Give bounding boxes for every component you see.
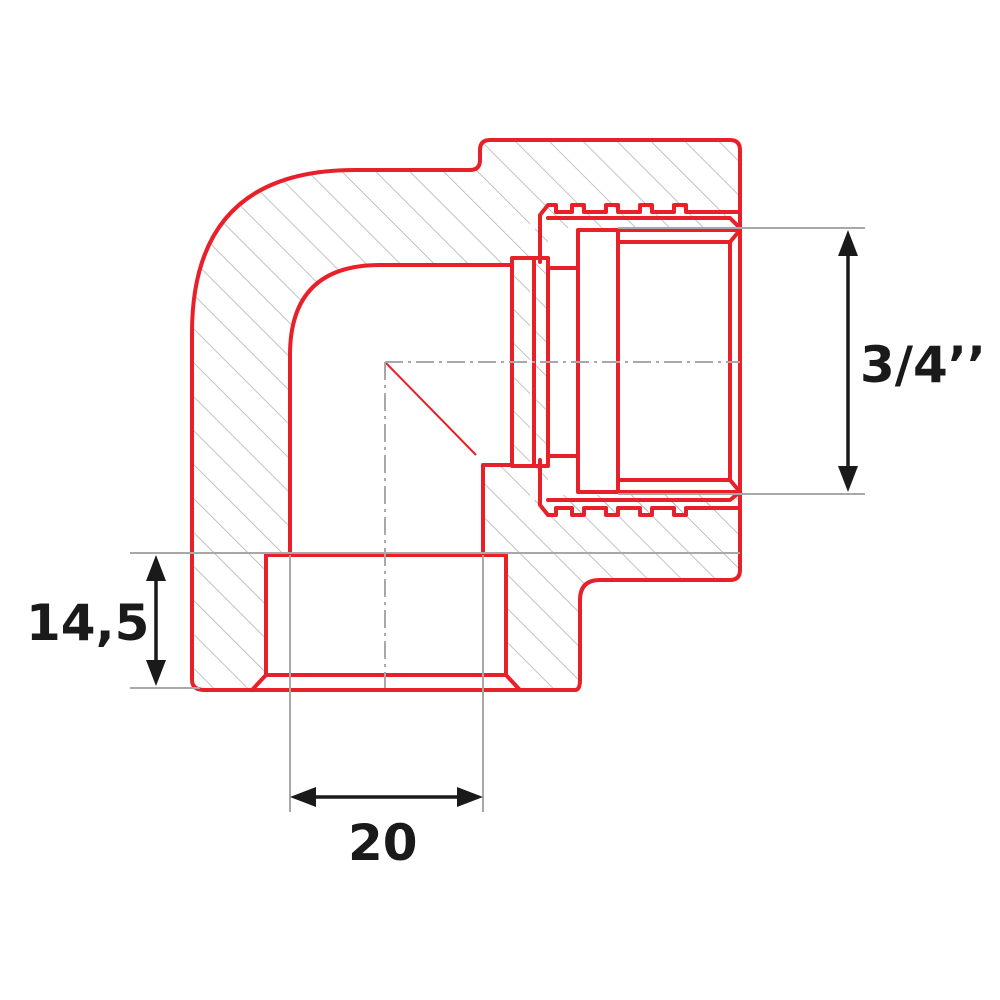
thread-bore <box>530 212 740 502</box>
fitting-outline <box>190 138 742 692</box>
dimension-socket-depth: 14,5 <box>26 555 166 686</box>
bore-width-label: 20 <box>348 814 418 872</box>
dimension-thread-size: 3/4’’ <box>838 230 986 492</box>
thread-size-label: 3/4’’ <box>860 336 986 394</box>
fitting-body <box>192 140 740 690</box>
inner-passage <box>290 265 512 555</box>
extension-lines <box>130 227 865 812</box>
dimension-bore-width: 20 <box>290 787 483 872</box>
center-lines <box>384 361 740 688</box>
socket-depth-label: 14,5 <box>26 594 149 652</box>
